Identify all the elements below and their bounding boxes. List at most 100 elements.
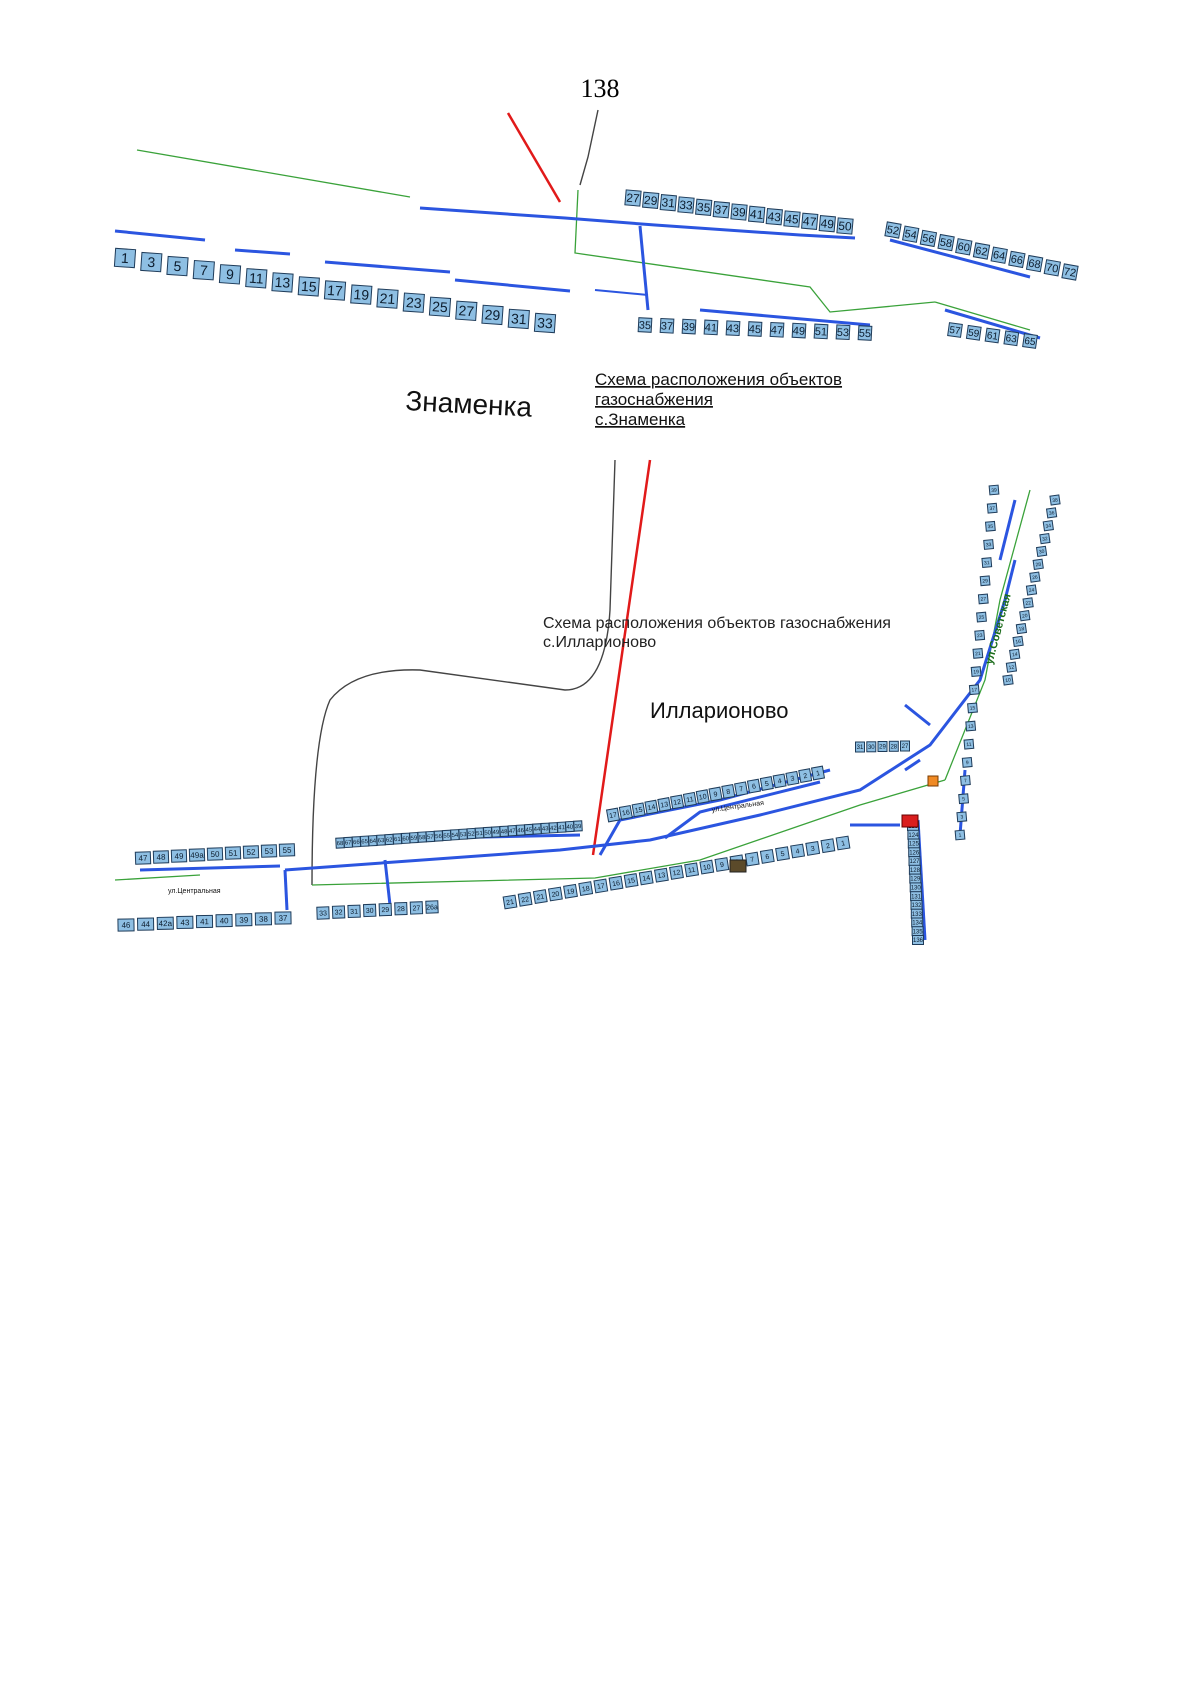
- illarionovo-left-bottom-house: 38: [254, 912, 273, 926]
- znamenka-row-1-house-number: 29: [484, 306, 501, 323]
- znamenka-row-4-house: 60: [955, 238, 973, 256]
- illarionovo-mid-top-house: 41: [556, 821, 567, 833]
- znamenka-row-2-house: 37: [712, 201, 730, 219]
- illarionovo-left-bottom-house: 37: [274, 911, 292, 925]
- znamenka-row-2-house: 35: [695, 198, 713, 216]
- illarionovo-left-top-house: 55: [278, 843, 296, 857]
- znamenka-row-1-house-number: 19: [353, 286, 370, 303]
- illarionovo-center-bottom-house: 9: [714, 857, 730, 872]
- illarionovo-right-upper-house-number: 12: [673, 799, 682, 807]
- illarionovo-sovetskaya-left-house: 31: [981, 557, 993, 569]
- illarionovo-sovetskaya-right-house: 20: [1019, 610, 1031, 622]
- znamenka-row-2-house-number: 43: [767, 209, 782, 224]
- illarionovo-mid-top-house-number: 62: [386, 837, 394, 843]
- illarionovo-east-column-house-number: 128: [910, 868, 921, 874]
- illarionovo-sovetskaya-left-house: 9: [961, 756, 973, 768]
- illarionovo-mid-top-house: 54: [450, 829, 460, 841]
- illarionovo-center-bottom-house: 5: [775, 846, 790, 862]
- znamenka-row-1-house: 11: [245, 268, 268, 289]
- znamenka-row-3-house: 41: [703, 319, 719, 336]
- illarionovo-right-upper-house: 14: [644, 799, 659, 815]
- illarionovo-mid-top-house: 50: [482, 826, 493, 839]
- illarionovo-center-bottom-house-number: 22: [521, 896, 530, 904]
- znamenka-row-1-house: 23: [402, 292, 425, 313]
- illarionovo-sovetskaya-left-house-number: 39: [991, 487, 997, 493]
- znamenka-row-3-house-number: 37: [661, 320, 674, 333]
- illarionovo-caption-line-2: с.Илларионово: [543, 634, 656, 651]
- illarionovo-sovetskaya-right-house: 14: [1009, 648, 1021, 660]
- gas-regulator-point: [927, 775, 939, 787]
- illarionovo-east-column-house-number: 129: [910, 877, 921, 883]
- illarionovo-right-upper-house-number: 7: [739, 786, 744, 794]
- illarionovo-east-column-house: 135: [911, 926, 924, 937]
- illarionovo-mid-top-house-number: 59: [410, 836, 418, 842]
- illarionovo-mid-top-house-number: 52: [468, 831, 476, 837]
- znamenka-row-3-house: 35: [637, 317, 653, 333]
- illarionovo-east-column-house-number: 136: [913, 938, 924, 944]
- znamenka-row-4-house-number: 66: [1010, 253, 1024, 267]
- illarionovo-east-column-house: 131: [910, 891, 923, 902]
- znamenka-row-1-house: 29: [481, 304, 504, 326]
- illarionovo-right-upper-house-number: 16: [622, 809, 631, 817]
- znamenka-row-1-house: 17: [323, 280, 347, 301]
- illarionovo-center-bottom-house: 12: [669, 865, 684, 880]
- illarionovo-sovetskaya-right-house: 24: [1025, 584, 1038, 596]
- illarionovo-east-column-house: 132: [910, 899, 923, 910]
- illarionovo-sovetskaya-left-house: 7: [959, 775, 971, 786]
- znamenka-row-5-house: 59: [965, 324, 982, 341]
- illarionovo-mid-top-house-number: 49: [492, 830, 500, 836]
- illarionovo-small-cluster-house: 30: [866, 741, 877, 753]
- illarionovo-left-top-house-number: 52: [246, 848, 256, 857]
- illarionovo-left-top-house-number: 50: [210, 850, 220, 859]
- illarionovo-east-column-house: 134: [911, 917, 924, 928]
- illarionovo-right-upper-house: 13: [657, 797, 672, 812]
- znamenka-row-1-house-number: 33: [537, 314, 554, 331]
- illarionovo-left-top-house: 52: [242, 845, 260, 859]
- illarionovo-mid-top-house: 56: [433, 830, 444, 842]
- illarionovo-caption-line-1: Схема расположения объектов газоснабжени…: [543, 615, 891, 632]
- illarionovo-sovetskaya-right-house-number: 32: [1042, 536, 1049, 543]
- illarionovo-right-upper-house: 17: [605, 807, 621, 823]
- illarionovo-right-upper-house: 1: [810, 765, 826, 781]
- illarionovo-center-bottom-house: 21: [532, 889, 548, 905]
- illarionovo-left-top-house: 49a: [188, 848, 206, 862]
- illarionovo-right-upper-house: 9: [708, 786, 723, 802]
- illarionovo-center-bottom-house: 20: [547, 886, 563, 902]
- znamenka-row-2-house: 47: [801, 212, 819, 230]
- znamenka-row-4-house-number: 56: [921, 232, 935, 246]
- illarionovo-left-top-house-number: 49a: [190, 851, 204, 860]
- znamenka-row-1-house-number: 17: [327, 282, 344, 299]
- illarionovo-left-top-house-number: 47: [138, 854, 148, 863]
- znamenka-row-2-house-number: 27: [626, 191, 641, 206]
- znamenka-row-1-house-number: 5: [173, 258, 182, 275]
- znamenka-row-4-house-number: 54: [903, 228, 917, 242]
- illarionovo-right-upper-house-number: 11: [686, 796, 694, 804]
- illarionovo-left-bottom-house-number: 37: [278, 914, 288, 923]
- illarionovo-sovetskaya-right-house: 26: [1029, 571, 1041, 583]
- illarionovo-right-upper-house-number: 1: [816, 770, 821, 778]
- illarionovo-east-column-house: 127: [908, 856, 921, 867]
- znamenka-row-2-house-number: 39: [732, 205, 747, 220]
- znamenka-row-2-house: 50: [836, 217, 854, 235]
- illarionovo-east-column-house-number: 126: [909, 850, 920, 856]
- illarionovo-sovetskaya-left-house: 23: [974, 629, 986, 641]
- illarionovo-mid-bottom-house: 30: [362, 903, 377, 918]
- illarionovo-mid-top-house-number: 51: [476, 831, 484, 837]
- illarionovo-center-bottom-house-number: 15: [627, 877, 636, 885]
- znamenka-row-3-house: 55: [857, 325, 873, 341]
- illarionovo-center-bottom-house-number: 11: [688, 867, 696, 875]
- illarionovo-mid-bottom-house: 29: [378, 902, 393, 917]
- illarionovo-sovetskaya-left-house-number: 21: [975, 651, 981, 657]
- znamenka-row-4-house-number: 72: [1063, 266, 1077, 280]
- illarionovo-east-column-house: 125: [907, 838, 920, 849]
- znamenka-row-2-house-number: 49: [820, 216, 835, 231]
- illarionovo-left-bottom-house-number: 39: [239, 916, 249, 925]
- illarionovo-right-upper-house-number: 10: [698, 793, 707, 801]
- illarionovo-right-upper-house-number: 5: [764, 781, 769, 789]
- znamenka-row-1-house: 5: [166, 255, 189, 277]
- illarionovo-sovetskaya-right-house: 12: [1005, 661, 1018, 673]
- znamenka-row-1-house: 3: [140, 251, 163, 273]
- boiler-building: [901, 814, 919, 828]
- illarionovo-right-upper-house-number: 4: [777, 778, 782, 786]
- znamenka-row-2-house: 33: [677, 196, 695, 214]
